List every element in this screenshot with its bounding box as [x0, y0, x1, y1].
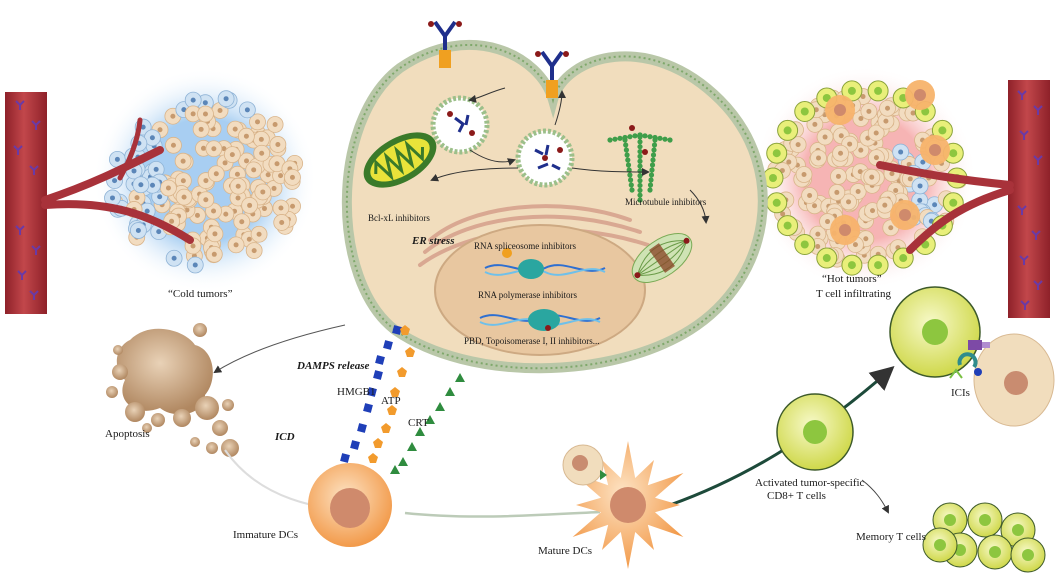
er-stress-label: ER stress — [411, 235, 455, 247]
immune-checkpoint-inhibitors — [949, 340, 990, 379]
cold-tumor-group: “Cold tumors” — [5, 68, 317, 314]
right-blood-vessel — [1008, 80, 1050, 318]
damps-particles — [340, 325, 465, 474]
nucleus — [434, 224, 646, 356]
endosome-2 — [515, 128, 575, 188]
hot-tumor-group: “Hot tumors” T cell infiltrating — [753, 66, 1050, 318]
activated-cd8-t-cell — [776, 393, 854, 471]
icd-label: ICD — [274, 431, 295, 443]
bcl-xl-label: Bcl-xL inhibitors — [368, 213, 430, 223]
apoptotic-cell — [106, 323, 239, 457]
right-vessel-branches — [876, 161, 1014, 254]
arrow-to-memory — [861, 479, 889, 514]
memory-t-label: Memory T cells — [856, 531, 926, 543]
crt-label: CRT — [408, 417, 429, 429]
tumor-cell: ER stress RNA spliceosome inhibitors RNA… — [341, 20, 768, 374]
activated-t-label-2: CD8+ T cells — [767, 490, 826, 502]
memory-t-cells — [922, 502, 1046, 573]
hmgb1-label: HMGB1 — [337, 386, 376, 398]
lipid-bilayer — [345, 43, 764, 370]
captured-tumor-cell — [562, 444, 607, 486]
rna-spliceosome-label: RNA spliceosome inhibitors — [474, 241, 576, 251]
hot-tumors-label: “Hot tumors” — [822, 273, 882, 285]
endosome-1 — [430, 95, 490, 155]
target-tumor-cell — [973, 333, 1055, 427]
vessel-antibodies-right — [1017, 90, 1043, 310]
microtubule-icon — [607, 125, 673, 203]
mitotic-spindle-icon — [631, 233, 693, 283]
spliceosome-icon — [502, 248, 512, 258]
atp-label: ATP — [381, 395, 401, 407]
trafficking-arrows — [430, 87, 710, 224]
mature-dcs-label: Mature DCs — [538, 545, 592, 557]
cold-tumors-label: “Cold tumors” — [168, 288, 233, 300]
icis-label: ICIs — [951, 387, 970, 399]
activated-t-label-1: Activated tumor-specific — [755, 477, 865, 489]
rna-polymerase-icon — [518, 259, 544, 279]
mature-dc — [572, 441, 684, 569]
apoptosis-arrow — [213, 324, 346, 374]
cold-tumor-cells — [104, 90, 304, 274]
damps-release-label: DAMPS release — [296, 360, 370, 372]
arc-to-effector-t — [669, 366, 895, 507]
effector-t-cell — [889, 286, 981, 378]
topoisomerase-icon — [528, 309, 560, 331]
apoptosis-label: Apoptosis — [105, 428, 150, 440]
t-cell-infiltrating-label: T cell infiltrating — [816, 288, 891, 300]
mitochondrion — [363, 132, 437, 188]
rna-polymerase-label: RNA polymerase inhibitors — [478, 290, 577, 300]
adc-antibody-top — [428, 20, 462, 68]
left-blood-vessel — [5, 92, 47, 314]
vessel-antibodies-left — [13, 100, 41, 300]
microtubule-label: Microtubule inhibitors — [625, 197, 707, 207]
pbd-topoisomerase-label: PBD, Topoisomerase I, II inhibitors... — [464, 336, 599, 346]
left-vessel-branches — [41, 146, 194, 244]
immature-dcs-label: Immature DCs — [233, 529, 298, 541]
adc-antibody-notch — [535, 50, 569, 98]
immature-dc — [308, 463, 392, 547]
arc-idc-to-mdc — [404, 510, 601, 518]
